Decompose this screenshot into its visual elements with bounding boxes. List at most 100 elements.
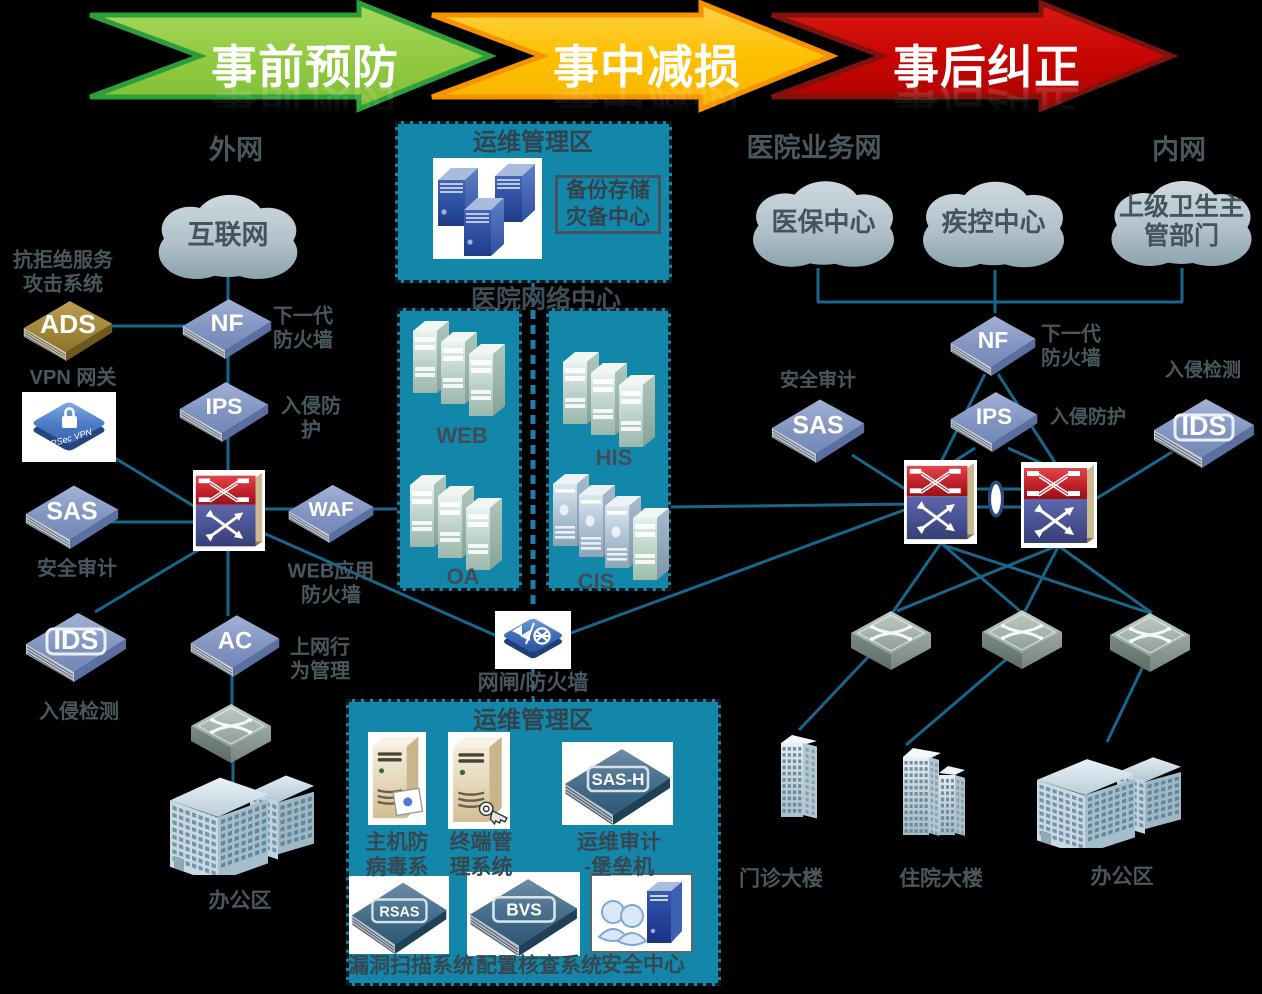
label-sas-left: 安全审计 bbox=[37, 558, 117, 581]
core-switch-right-2-icon bbox=[1024, 465, 1094, 543]
label-vpn: VPN 网关 bbox=[29, 367, 117, 390]
ads-icon: ADS bbox=[23, 301, 113, 361]
access-switch-1-icon bbox=[851, 611, 931, 670]
terminal-mgmt bbox=[448, 732, 510, 829]
link-core2-access1 bbox=[896, 543, 1060, 613]
label-hospital-biznet: 医院业务网 bbox=[746, 133, 882, 164]
his-servers bbox=[561, 348, 661, 452]
access-switch-2-icon bbox=[982, 610, 1062, 669]
nf-left: NF bbox=[181, 293, 273, 359]
ops-servers bbox=[433, 158, 542, 259]
phase-arrows-layer bbox=[89, 0, 1179, 113]
label-office-left: 办公区 bbox=[208, 889, 272, 913]
building-office-left bbox=[164, 761, 316, 875]
bvs-icon: BVS bbox=[470, 879, 577, 956]
nf-right-icon: NF bbox=[950, 316, 1036, 376]
vpn-gateway: IPSec VPN bbox=[22, 392, 116, 462]
link-ids-core-left bbox=[94, 538, 216, 614]
host-antivirus bbox=[368, 732, 426, 825]
web-servers-icon bbox=[413, 321, 505, 416]
arrow-label-reflection: 事后纠正 bbox=[893, 80, 1081, 132]
link-core2-access3 bbox=[1059, 545, 1153, 615]
link-core2-access2 bbox=[1023, 544, 1061, 612]
label-ips-left: 入侵防护 bbox=[281, 395, 341, 441]
link-core-gateway bbox=[251, 526, 516, 646]
nf-left-icon: NF bbox=[182, 299, 272, 359]
cloud-label: 医保中心 bbox=[771, 206, 876, 237]
cloud-shangji: 上级卫生主管部门 bbox=[1103, 172, 1260, 272]
label-gateway: 网闸/防火墙 bbox=[477, 671, 589, 695]
label-ops-bottom: 运维管理区 bbox=[473, 706, 593, 734]
bvs: BVS bbox=[467, 872, 580, 956]
core-switch-right-1-icon bbox=[906, 462, 975, 540]
isolation-gateway bbox=[495, 611, 571, 669]
label-cis: CIS bbox=[577, 569, 615, 595]
building-office-left-icon bbox=[170, 775, 314, 875]
ips-right-icon: IPS bbox=[950, 392, 1038, 452]
ac-icon: AC bbox=[190, 615, 280, 677]
label-inpatient: 住院大楼 bbox=[899, 867, 983, 891]
sas-right-icon: SAS bbox=[771, 399, 865, 463]
terminal-mgmt-icon bbox=[448, 732, 510, 829]
label-waf: WEB应用防火墙 bbox=[287, 560, 375, 606]
stack-ellipse-icon bbox=[987, 480, 1005, 518]
waf-icon: WAF bbox=[288, 484, 374, 543]
svg-text:AC: AC bbox=[218, 627, 252, 654]
label-nf-right: 下一代防火墙 bbox=[1041, 323, 1101, 369]
label-host-antivirus: 主机防病毒系 bbox=[365, 831, 429, 879]
link-gateway-core-right bbox=[559, 504, 916, 639]
svg-text:WAF: WAF bbox=[308, 499, 353, 521]
label-ops-top: 运维管理区 bbox=[473, 128, 593, 156]
cloud-shape bbox=[753, 181, 894, 267]
arrow-label-correction: 事后纠正 bbox=[893, 41, 1081, 93]
waf: WAF bbox=[287, 479, 375, 543]
cis-servers bbox=[553, 466, 671, 580]
label-nf-left: 下一代防火墙 bbox=[273, 305, 333, 351]
his-servers-icon bbox=[563, 352, 655, 447]
security-center-icon bbox=[592, 875, 691, 951]
arrow-label-reflection: 事前预防 bbox=[211, 80, 399, 132]
core-switch-right-2 bbox=[1021, 462, 1097, 548]
label-ac: 上网行为管理 bbox=[290, 636, 350, 682]
building-inpatient-icon bbox=[903, 748, 965, 836]
building-outpatient-icon bbox=[781, 735, 817, 819]
security-center bbox=[590, 873, 693, 953]
cloud-shape bbox=[923, 181, 1064, 268]
label-ids-left: 入侵检测 bbox=[39, 701, 119, 724]
cloud-label: 互联网 bbox=[187, 219, 269, 250]
svg-text:ADS: ADS bbox=[40, 309, 96, 339]
cloud-yibao: 医保中心 bbox=[745, 172, 902, 273]
arrow-label-prevention: 事前预防 bbox=[211, 41, 399, 93]
label-terminal-mgmt: 终端管理系统 bbox=[449, 831, 513, 879]
svg-text:NF: NF bbox=[210, 310, 243, 337]
svg-text:SAS: SAS bbox=[46, 498, 97, 526]
isolation-gateway-icon bbox=[495, 611, 571, 669]
ac: AC bbox=[189, 609, 281, 677]
sas-left: SAS bbox=[24, 479, 120, 549]
ops-servers-icon bbox=[433, 158, 542, 259]
label-anti-ddos: 抗拒绝服务攻击系统 bbox=[13, 249, 113, 295]
arrow-label-mitigation: 事中减损 bbox=[553, 41, 741, 93]
access-switch-3-icon bbox=[1110, 613, 1190, 672]
sas-right: SAS bbox=[770, 393, 866, 463]
stack-ellipse bbox=[987, 480, 1005, 518]
label-ops-audit: 运维审计-堡垒机 bbox=[577, 831, 661, 879]
svg-text:SAS: SAS bbox=[792, 412, 843, 440]
label-security-center: 安全中心 bbox=[601, 953, 685, 977]
ips-right: IPS bbox=[949, 386, 1039, 452]
core-switch-left bbox=[193, 470, 265, 551]
label-web: WEB bbox=[436, 423, 488, 449]
link-sas-core-right bbox=[851, 453, 911, 494]
label-intranet: 内网 bbox=[1152, 135, 1206, 166]
oa-servers-icon bbox=[410, 475, 502, 570]
cloud-shape bbox=[158, 194, 298, 280]
label-net-center: 医院网络中心 bbox=[470, 285, 622, 314]
sas-left-icon: SAS bbox=[25, 485, 119, 549]
switch-office-left bbox=[189, 700, 273, 764]
label-ips-right: 入侵防护 bbox=[1049, 406, 1127, 428]
ads: ADS bbox=[22, 295, 114, 361]
cis-servers-icon bbox=[553, 474, 669, 580]
switch-office-left-icon bbox=[191, 704, 271, 763]
label-ids-right: 入侵检测 bbox=[1164, 359, 1242, 381]
